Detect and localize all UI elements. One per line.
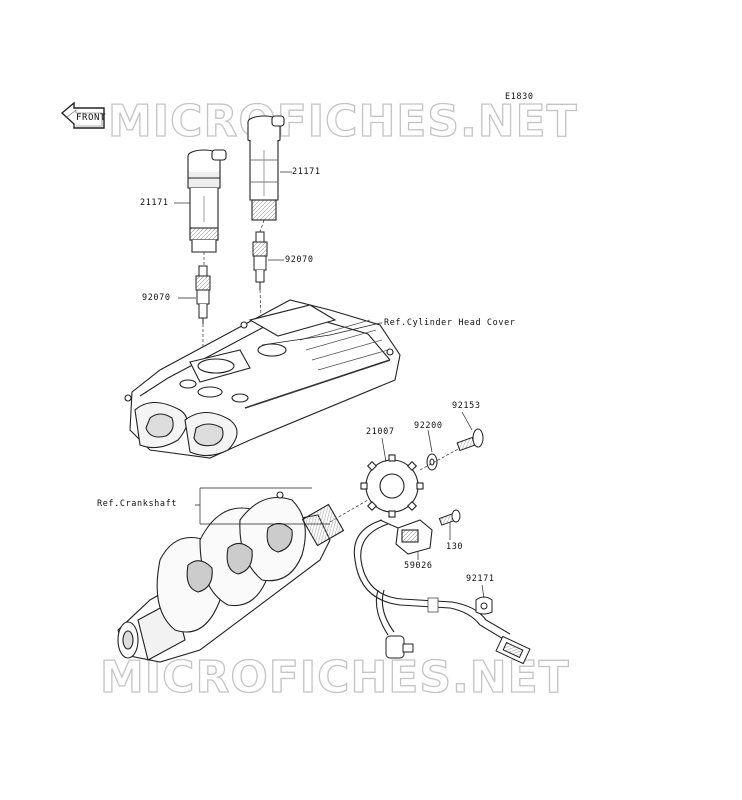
label-crankshaft-ref: Ref.Crankshaft (97, 499, 178, 509)
watermark-top: MICROFICHES.NET (107, 95, 578, 147)
label-plug-right: 92070 (285, 255, 314, 265)
front-arrow-icon (60, 101, 105, 129)
label-rotor-bolt: 92153 (452, 401, 481, 411)
label-clamp: 92171 (466, 574, 495, 584)
front-label: FRONT (76, 113, 107, 123)
washer (426, 453, 438, 471)
label-sensor-bolt: 130 (446, 542, 464, 552)
label-coil-right: 21171 (292, 167, 321, 177)
sensor-bolt (438, 509, 461, 526)
pickup-coil (379, 519, 433, 555)
timing-rotor (360, 454, 424, 518)
wire-harness (353, 519, 511, 641)
sensor-plug (385, 635, 414, 659)
connector-end (495, 635, 531, 665)
rotor-bolt (456, 428, 484, 452)
label-coil-left: 21171 (140, 198, 169, 208)
diagram-code: E1830 (505, 92, 534, 102)
watermark-bottom: MICROFICHES.NET (99, 651, 570, 703)
wire-clamp (475, 596, 493, 615)
ignition-coil-left (187, 149, 227, 253)
ignition-coil-right (247, 115, 285, 221)
label-washer: 92200 (414, 421, 443, 431)
spark-plug-right (252, 231, 268, 290)
label-head-cover-ref: Ref.Cylinder Head Cover (384, 318, 516, 328)
crankshaft (117, 491, 345, 663)
cylinder-head-cover (124, 299, 401, 459)
label-pickup-coil: 59026 (404, 561, 433, 571)
label-rotor: 21007 (366, 427, 395, 437)
spark-plug-left (195, 265, 211, 324)
label-plug-left: 92070 (142, 293, 171, 303)
